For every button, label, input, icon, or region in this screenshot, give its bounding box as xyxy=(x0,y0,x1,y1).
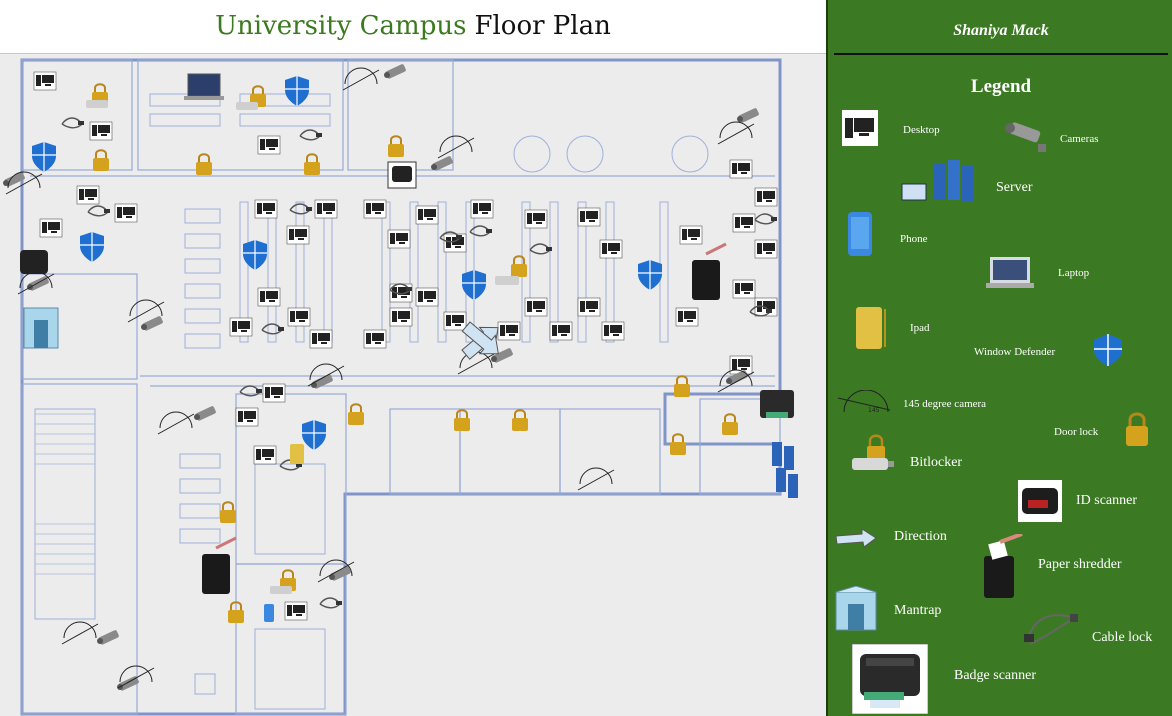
legend-label-145-camera: 145 degree camera xyxy=(903,398,987,410)
legend-label-id-scanner: ID scanner xyxy=(1076,493,1138,508)
badge-scanner-marker xyxy=(760,390,794,418)
legend-label-direction: Direction xyxy=(894,529,947,544)
floor-plan-drawing xyxy=(3,58,798,716)
legend-panel: Shaniya Mack Legend Desktop Cameras Serv… xyxy=(826,0,1172,716)
laptop-icon xyxy=(986,257,1034,288)
legend-label-badge-scanner: Badge scanner xyxy=(954,668,1037,683)
svg-text:145: 145 xyxy=(868,407,880,414)
server-icon xyxy=(901,160,974,202)
legend-label-server: Server xyxy=(996,180,1033,195)
legend-label-laptop: Laptop xyxy=(1058,267,1090,279)
title-part-2: Floor Plan xyxy=(474,11,611,41)
145-camera-arcs xyxy=(5,67,755,689)
legend-label-paper-shredder: Paper shredder xyxy=(1038,557,1122,572)
legend-label-desktop: Desktop xyxy=(903,124,940,136)
mantrap-markers xyxy=(20,250,59,349)
direction-arrow-icon xyxy=(835,528,877,548)
badge-scanner-icon xyxy=(852,644,928,714)
bitlocker-markers xyxy=(86,83,528,594)
legend-label-cameras: Cameras xyxy=(1060,133,1099,145)
laptop-marker xyxy=(184,73,224,100)
camera-markers xyxy=(3,63,760,692)
legend-label-window-defender: Window Defender xyxy=(974,346,1056,358)
legend-label-door-lock: Door lock xyxy=(1054,426,1099,438)
door-lock-icon xyxy=(1126,412,1148,446)
145-degree-camera-icon: 145 xyxy=(837,390,891,414)
legend-label-ipad: Ipad xyxy=(910,322,930,334)
desktop-markers xyxy=(33,71,778,621)
legend-heading: Legend xyxy=(970,76,1032,97)
paper-shredder-markers xyxy=(202,242,727,594)
defender-markers xyxy=(31,75,663,451)
title-divider xyxy=(0,53,826,54)
legend-label-cable-lock: Cable lock xyxy=(1092,630,1153,645)
camera-icon xyxy=(1005,122,1046,152)
floor-plan xyxy=(0,54,826,716)
bitlocker-icon xyxy=(852,434,894,470)
title-part-1: University Campus xyxy=(215,11,467,41)
author-name: Shaniya Mack xyxy=(953,22,1049,39)
cable-lock-icon xyxy=(1024,614,1078,645)
legend-label-phone: Phone xyxy=(900,233,928,245)
mantrap-icon xyxy=(835,586,877,631)
ipad-marker xyxy=(290,444,304,464)
phone-marker xyxy=(264,604,274,622)
ipad-icon xyxy=(856,307,886,349)
paper-shredder-icon xyxy=(984,534,1023,598)
legend-label-bitlocker: Bitlocker xyxy=(910,455,963,470)
id-scanner-icon xyxy=(1018,480,1062,522)
window-defender-icon xyxy=(1094,334,1122,366)
page-title: University Campus Floor Plan xyxy=(0,0,826,52)
desktop-icon xyxy=(842,110,878,146)
legend-divider xyxy=(834,53,1168,55)
server-markers xyxy=(772,442,798,498)
id-scanner-marker xyxy=(387,161,417,189)
phone-icon xyxy=(848,212,872,256)
cable-lock-markers xyxy=(61,117,778,609)
legend-label-mantrap: Mantrap xyxy=(894,603,942,618)
